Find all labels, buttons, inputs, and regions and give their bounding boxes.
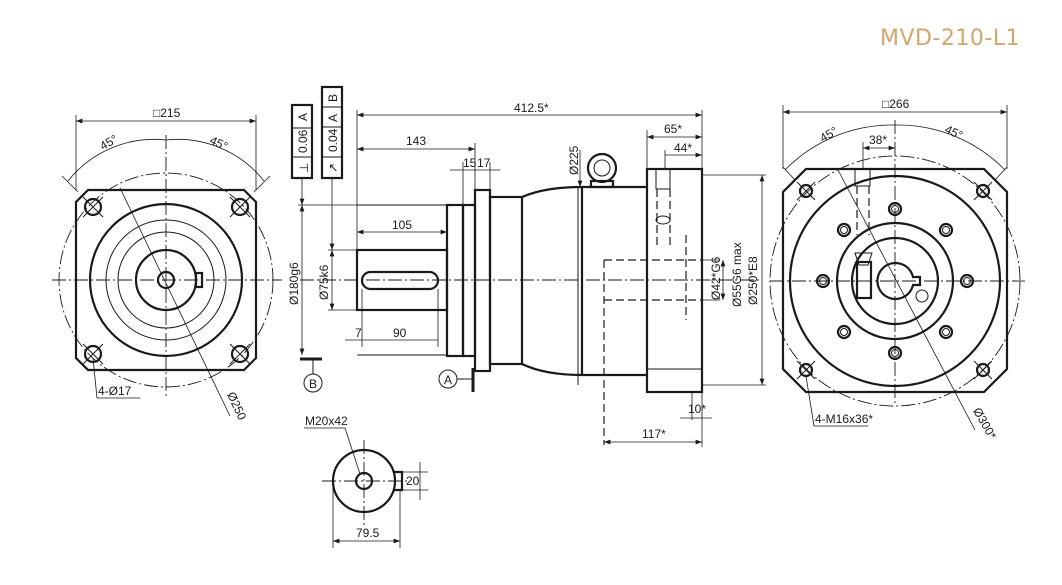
shaft-length-dim: 105 (392, 218, 412, 232)
front-square-dim: □215 (153, 106, 181, 120)
svg-text:⊥: ⊥ (297, 163, 311, 173)
rear-holes-label: 4-M16x36* (815, 412, 873, 426)
front-holes-label: 4-Ø17 (98, 384, 132, 398)
motor-adapter (645, 167, 704, 394)
key-offset-dim: 7 (355, 326, 362, 340)
flange-thickness-b: 17 (477, 156, 491, 170)
rear-pcd-label: Ø300* (970, 405, 999, 442)
key-slot (360, 270, 440, 291)
pilot-dia-dim: Ø180g6 (287, 262, 301, 305)
rear-depth-dim: 10* (688, 402, 706, 416)
mounting-holes (82, 196, 251, 365)
datum-b: B (300, 357, 323, 393)
svg-text:0.04: 0.04 (326, 128, 340, 152)
svg-text:A: A (326, 114, 340, 122)
body-dia-dim: Ø225 (567, 145, 581, 175)
svg-text:A: A (296, 113, 310, 121)
shaft-section-view: 20 79.5 M20x42 (304, 414, 428, 548)
rear-offset-dim: 38* (869, 133, 887, 147)
rear-length-dim: 65* (664, 122, 682, 136)
rear-pilot-dim: Ø250*E8 (746, 256, 760, 305)
tolerance-frame-perpendicularity: A 0.06 ⊥ (290, 103, 314, 205)
rear-flange-square (781, 167, 1009, 394)
svg-text:0.06: 0.06 (296, 129, 310, 153)
svg-text:↗: ↗ (326, 163, 340, 173)
tolerance-frame-runout: B A 0.04 ↗ (320, 85, 344, 250)
drawing-title: MVD-210-L1 (880, 26, 1021, 51)
svg-text:A: A (444, 373, 452, 387)
input-bore (876, 261, 922, 301)
svg-text:B: B (326, 94, 340, 102)
input-bore-dim: Ø42*G6 (709, 256, 723, 300)
svg-text:B: B (309, 377, 317, 391)
eye-bolt (586, 152, 618, 184)
datum-a: A (438, 368, 475, 392)
overall-length-dim: 412.5* (514, 101, 549, 115)
front-angle-left: 45° (97, 132, 120, 153)
rear-inner-dim: 44* (674, 141, 692, 155)
bolt-holes (815, 201, 975, 361)
rear-angle-left: 45° (817, 124, 840, 145)
front-flange-square (74, 188, 258, 372)
thread-label: M20x42 (305, 414, 348, 428)
flange-thickness-a: 15 (463, 156, 477, 170)
shaft-to-flange-dim: 143 (406, 134, 426, 148)
key-height-dim: 20 (406, 474, 420, 488)
rear-square-dim: □266 (882, 97, 910, 111)
shaft-width-dim: 79.5 (356, 526, 380, 540)
front-pcd-label: Ø250 (224, 390, 249, 423)
front-view: □215 45° 45° 4-Ø17 Ø250 (52, 106, 282, 422)
input-bore-max-dim: Ø55G6 max (730, 242, 744, 307)
key-length-dim: 90 (393, 326, 407, 340)
shaft-dia-dim: Ø75k6 (317, 264, 331, 300)
bore-depth-dim: 117* (642, 427, 666, 441)
side-view: 412.5* 143 15 17 Ø225 65* 44* 105 7 90 Ø… (287, 85, 766, 447)
corner-holes (796, 181, 993, 380)
rear-view: □266 45° 45° 38* 4-M16x36* Ø300* (769, 97, 1025, 442)
